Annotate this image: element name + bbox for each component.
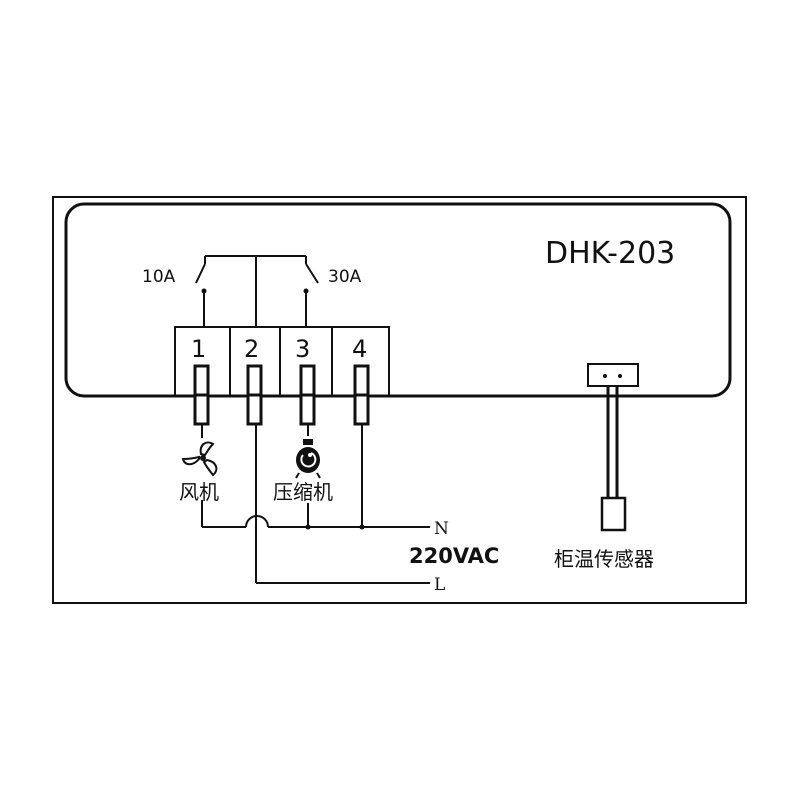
relay-contact-right [303, 288, 309, 294]
outer-frame [52, 196, 747, 604]
relay-rating-left: 10A [142, 267, 176, 287]
relay-rating-right: 30A [328, 267, 362, 287]
terminal-label-4: 4 [352, 335, 367, 363]
sensor-label: 柜温传感器 [554, 547, 654, 571]
line-label: L [434, 575, 445, 595]
compressor-icon [295, 439, 321, 479]
load-wiring [201, 424, 430, 584]
sensor-connector [587, 363, 639, 532]
terminal-label-1: 1 [191, 335, 206, 363]
junction-compressor [305, 524, 311, 530]
neutral-label: N [434, 519, 449, 539]
controller-body [64, 202, 732, 398]
compressor-label: 压缩机 [273, 480, 333, 504]
terminal-label-3: 3 [295, 335, 310, 363]
voltage-label: 220VAC [409, 544, 499, 568]
relay-wiring [195, 255, 319, 327]
junction-terminal-4 [359, 524, 365, 530]
model-title: DHK-203 [545, 236, 675, 271]
terminal-label-2: 2 [244, 335, 259, 363]
relay-contact-left [201, 288, 207, 294]
fan-icon [181, 441, 218, 477]
fan-label: 风机 [179, 480, 219, 504]
